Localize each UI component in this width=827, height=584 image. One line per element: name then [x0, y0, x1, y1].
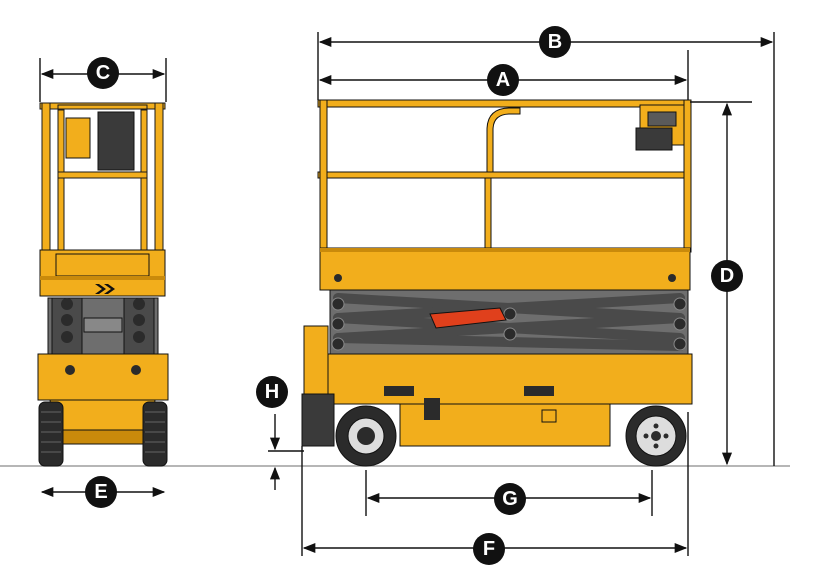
svg-text:H: H — [265, 381, 279, 403]
side-view-front-wheel — [625, 405, 687, 467]
dimension-badge-h: H — [256, 376, 288, 408]
front-view-guardrail — [39, 102, 166, 254]
dimension-badge-g: G — [494, 483, 526, 515]
side-view-rear-wheel — [335, 405, 397, 467]
svg-text:G: G — [502, 488, 518, 510]
dimension-badge-c: C — [87, 57, 119, 89]
front-view — [37, 102, 169, 467]
side-view-step — [301, 393, 335, 447]
dimension-badge-d: D — [711, 260, 743, 292]
front-view-chassis — [37, 353, 169, 401]
side-view-scissor-stack — [329, 289, 689, 355]
svg-text:F: F — [483, 538, 495, 560]
side-view-lift-cylinder — [429, 307, 507, 329]
svg-text:C: C — [96, 62, 110, 84]
side-view — [301, 99, 693, 467]
svg-text:B: B — [548, 31, 562, 53]
side-view-guardrail — [317, 99, 692, 253]
side-view-deck — [319, 247, 691, 291]
side-view-rear-post — [303, 325, 329, 397]
side-view-control-console — [635, 104, 685, 151]
dimension-badge-a: A — [487, 64, 519, 96]
front-view-wheels — [38, 401, 168, 467]
svg-text:A: A — [496, 69, 510, 91]
dimension-badges: B A C D H E G F — [85, 26, 743, 565]
front-view-control-panel — [65, 117, 91, 159]
dimension-badge-f: F — [473, 533, 505, 565]
dimension-badge-e: E — [85, 476, 117, 508]
svg-text:E: E — [94, 481, 107, 503]
dimension-badge-b: B — [539, 26, 571, 58]
svg-text:D: D — [720, 265, 734, 287]
side-view-chassis — [327, 353, 693, 405]
front-view-control-box — [97, 111, 135, 171]
front-view-chevrons — [95, 284, 115, 294]
front-view-scissor-stack — [47, 297, 159, 355]
